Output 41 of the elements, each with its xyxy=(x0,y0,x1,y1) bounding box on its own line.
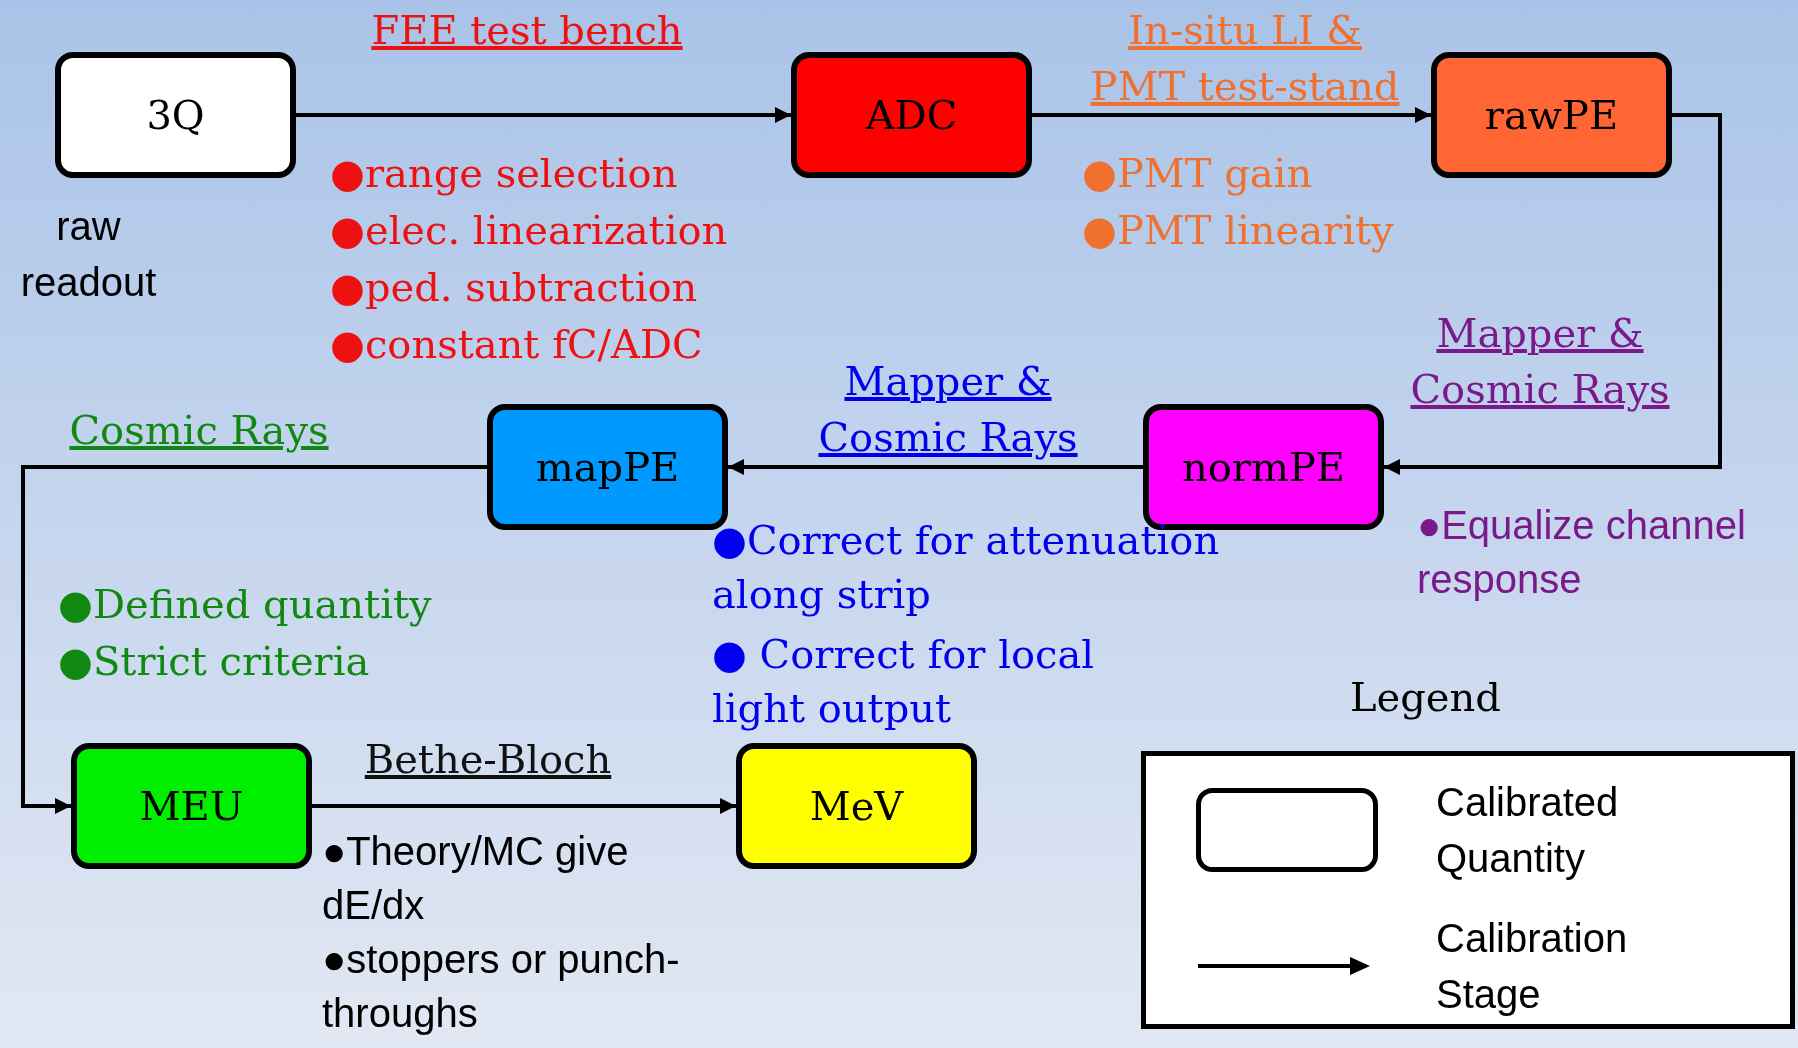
edge-label: Mapper & Cosmic Rays xyxy=(817,357,1079,462)
quantity-box xyxy=(1431,52,1672,178)
arrow xyxy=(1032,107,1431,123)
note-text: ●Equalize channel response xyxy=(1417,502,1747,603)
quantity-box xyxy=(736,743,977,869)
quantity-name: 3Q xyxy=(146,95,205,135)
arrow xyxy=(21,465,487,814)
quantity-box xyxy=(71,743,312,869)
legend-text: Calibration Stage xyxy=(1436,915,1629,1018)
arrow xyxy=(728,459,1143,475)
note-text: ●PMT gain xyxy=(1082,149,1314,198)
note-text: ●range selection xyxy=(330,149,679,198)
edge-label: FEE test bench xyxy=(370,6,684,55)
legend-title: Legend xyxy=(1350,673,1502,722)
edge-label: Bethe-Bloch xyxy=(363,735,613,784)
quantity-name: normPE xyxy=(1182,447,1345,487)
node-note: raw readout xyxy=(19,203,158,306)
note-text: ●constant fC/ADC xyxy=(330,320,704,369)
arrow xyxy=(296,107,791,123)
note-text: ●PMT linearity xyxy=(1082,206,1395,255)
quantity-box xyxy=(791,52,1032,178)
edge-label: In-situ LI & PMT test-stand xyxy=(1089,6,1401,111)
quantity-name: MEU xyxy=(139,786,244,826)
legend-text: Calibrated Quantity xyxy=(1436,779,1620,882)
note-text: ●ped. subtraction xyxy=(330,263,699,312)
arrow xyxy=(1384,113,1722,475)
note-text: ●Theory/MC give dE/dx xyxy=(322,828,630,929)
note-text: ●stoppers or punch-throughs xyxy=(322,936,681,1037)
note-text: ●elec. linearization xyxy=(330,206,729,255)
quantity-name: ADC xyxy=(865,95,958,135)
quantity-name: MeV xyxy=(809,786,904,826)
quantity-box xyxy=(55,52,296,178)
quantity-name: mapPE xyxy=(535,447,680,487)
arrow xyxy=(312,798,736,814)
note-text: ●Strict criteria xyxy=(58,637,371,686)
edge-label: Cosmic Rays xyxy=(68,406,330,455)
note-text: ●Correct for attenuation along strip xyxy=(712,516,1221,619)
note-text: ●Defined quantity xyxy=(58,580,433,629)
note-text: ● Correct for local light output xyxy=(712,630,1096,733)
edge-label: Mapper & Cosmic Rays xyxy=(1409,309,1671,414)
quantity-name: rawPE xyxy=(1484,95,1619,135)
